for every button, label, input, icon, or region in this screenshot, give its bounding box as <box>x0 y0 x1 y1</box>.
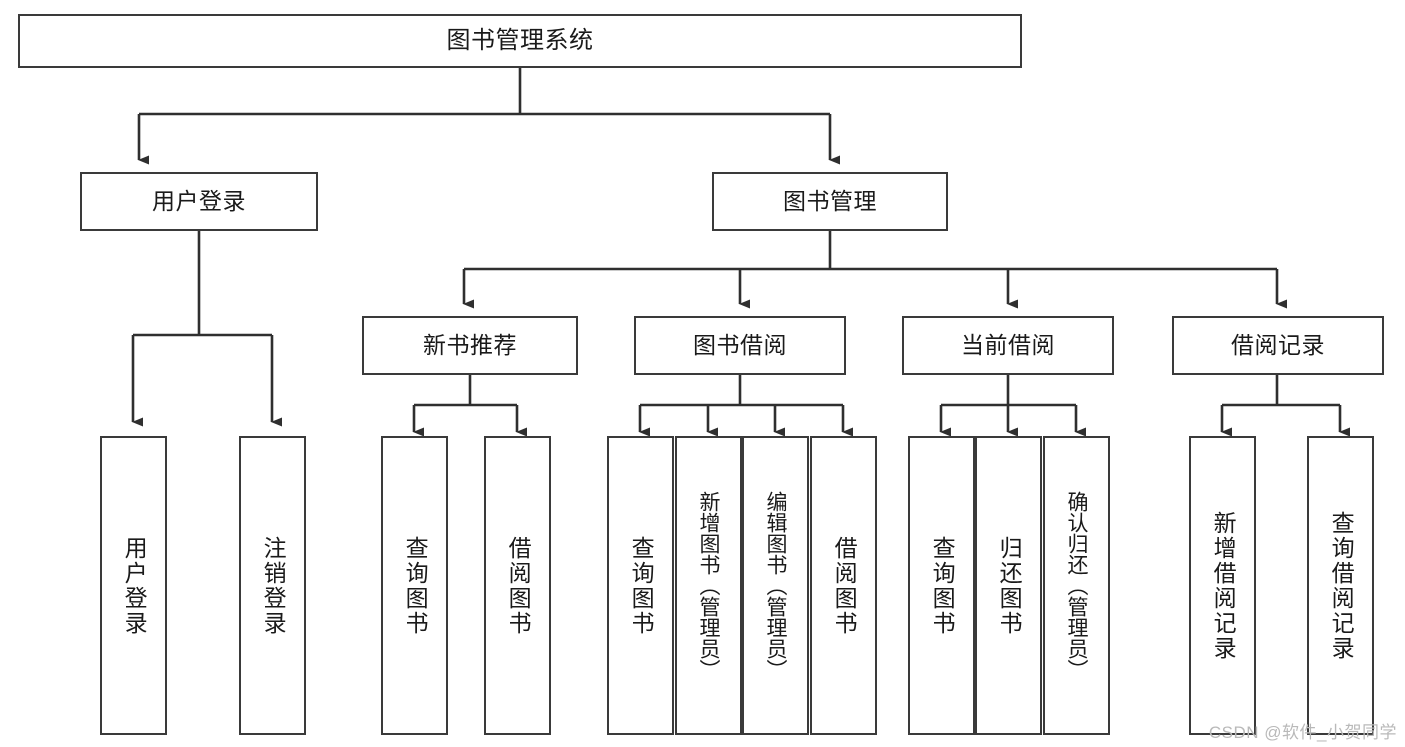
node-label: 查询图书 <box>929 535 956 636</box>
node-new-book-recommend[interactable]: 新书推荐 <box>362 316 578 375</box>
leaf-add-record[interactable]: 新增借阅记录 <box>1189 436 1256 735</box>
node-label: 确认归还（管理员） <box>1065 491 1089 680</box>
leaf-user-login[interactable]: 用户登录 <box>100 436 167 735</box>
leaf-query-book-2[interactable]: 查询图书 <box>607 436 674 735</box>
node-label: 新增借阅记录 <box>1210 510 1237 661</box>
node-label: 新增图书（管理员） <box>697 491 721 680</box>
csdn-watermark: CSDN @软件_小贺同学 <box>1208 723 1397 742</box>
node-label: 查询图书 <box>628 535 655 636</box>
node-label: 图书管理 <box>783 188 877 215</box>
node-root[interactable]: 图书管理系统 <box>18 14 1022 68</box>
node-label: 用户登录 <box>152 188 246 215</box>
leaf-edit-book[interactable]: 编辑图书（管理员） <box>742 436 809 735</box>
node-label: 用户登录 <box>121 535 148 636</box>
node-label: 图书管理系统 <box>446 27 594 55</box>
node-label: 新书推荐 <box>423 332 517 359</box>
node-label: 归还图书 <box>996 535 1023 636</box>
node-label: 借阅记录 <box>1231 332 1325 359</box>
node-label: 编辑图书（管理员） <box>764 491 788 680</box>
leaf-query-book-1[interactable]: 查询图书 <box>381 436 448 735</box>
node-label: 查询借阅记录 <box>1328 510 1355 661</box>
node-current-borrow[interactable]: 当前借阅 <box>902 316 1114 375</box>
leaf-borrow-book-1[interactable]: 借阅图书 <box>484 436 551 735</box>
leaf-confirm-return[interactable]: 确认归还（管理员） <box>1043 436 1110 735</box>
leaf-query-record[interactable]: 查询借阅记录 <box>1307 436 1374 735</box>
node-label: 注销登录 <box>260 535 287 636</box>
leaf-logout-login[interactable]: 注销登录 <box>239 436 306 735</box>
node-label: 图书借阅 <box>693 332 787 359</box>
node-book-borrow[interactable]: 图书借阅 <box>634 316 846 375</box>
node-label: 借阅图书 <box>505 535 532 636</box>
node-label: 借阅图书 <box>831 535 858 636</box>
node-user-login[interactable]: 用户登录 <box>80 172 318 231</box>
node-label: 查询图书 <box>402 535 429 636</box>
leaf-add-book[interactable]: 新增图书（管理员） <box>675 436 742 735</box>
node-borrow-record[interactable]: 借阅记录 <box>1172 316 1384 375</box>
node-book-management[interactable]: 图书管理 <box>712 172 948 231</box>
leaf-return-book[interactable]: 归还图书 <box>975 436 1042 735</box>
leaf-borrow-book-2[interactable]: 借阅图书 <box>810 436 877 735</box>
leaf-query-book-3[interactable]: 查询图书 <box>908 436 975 735</box>
node-label: 当前借阅 <box>961 332 1055 359</box>
